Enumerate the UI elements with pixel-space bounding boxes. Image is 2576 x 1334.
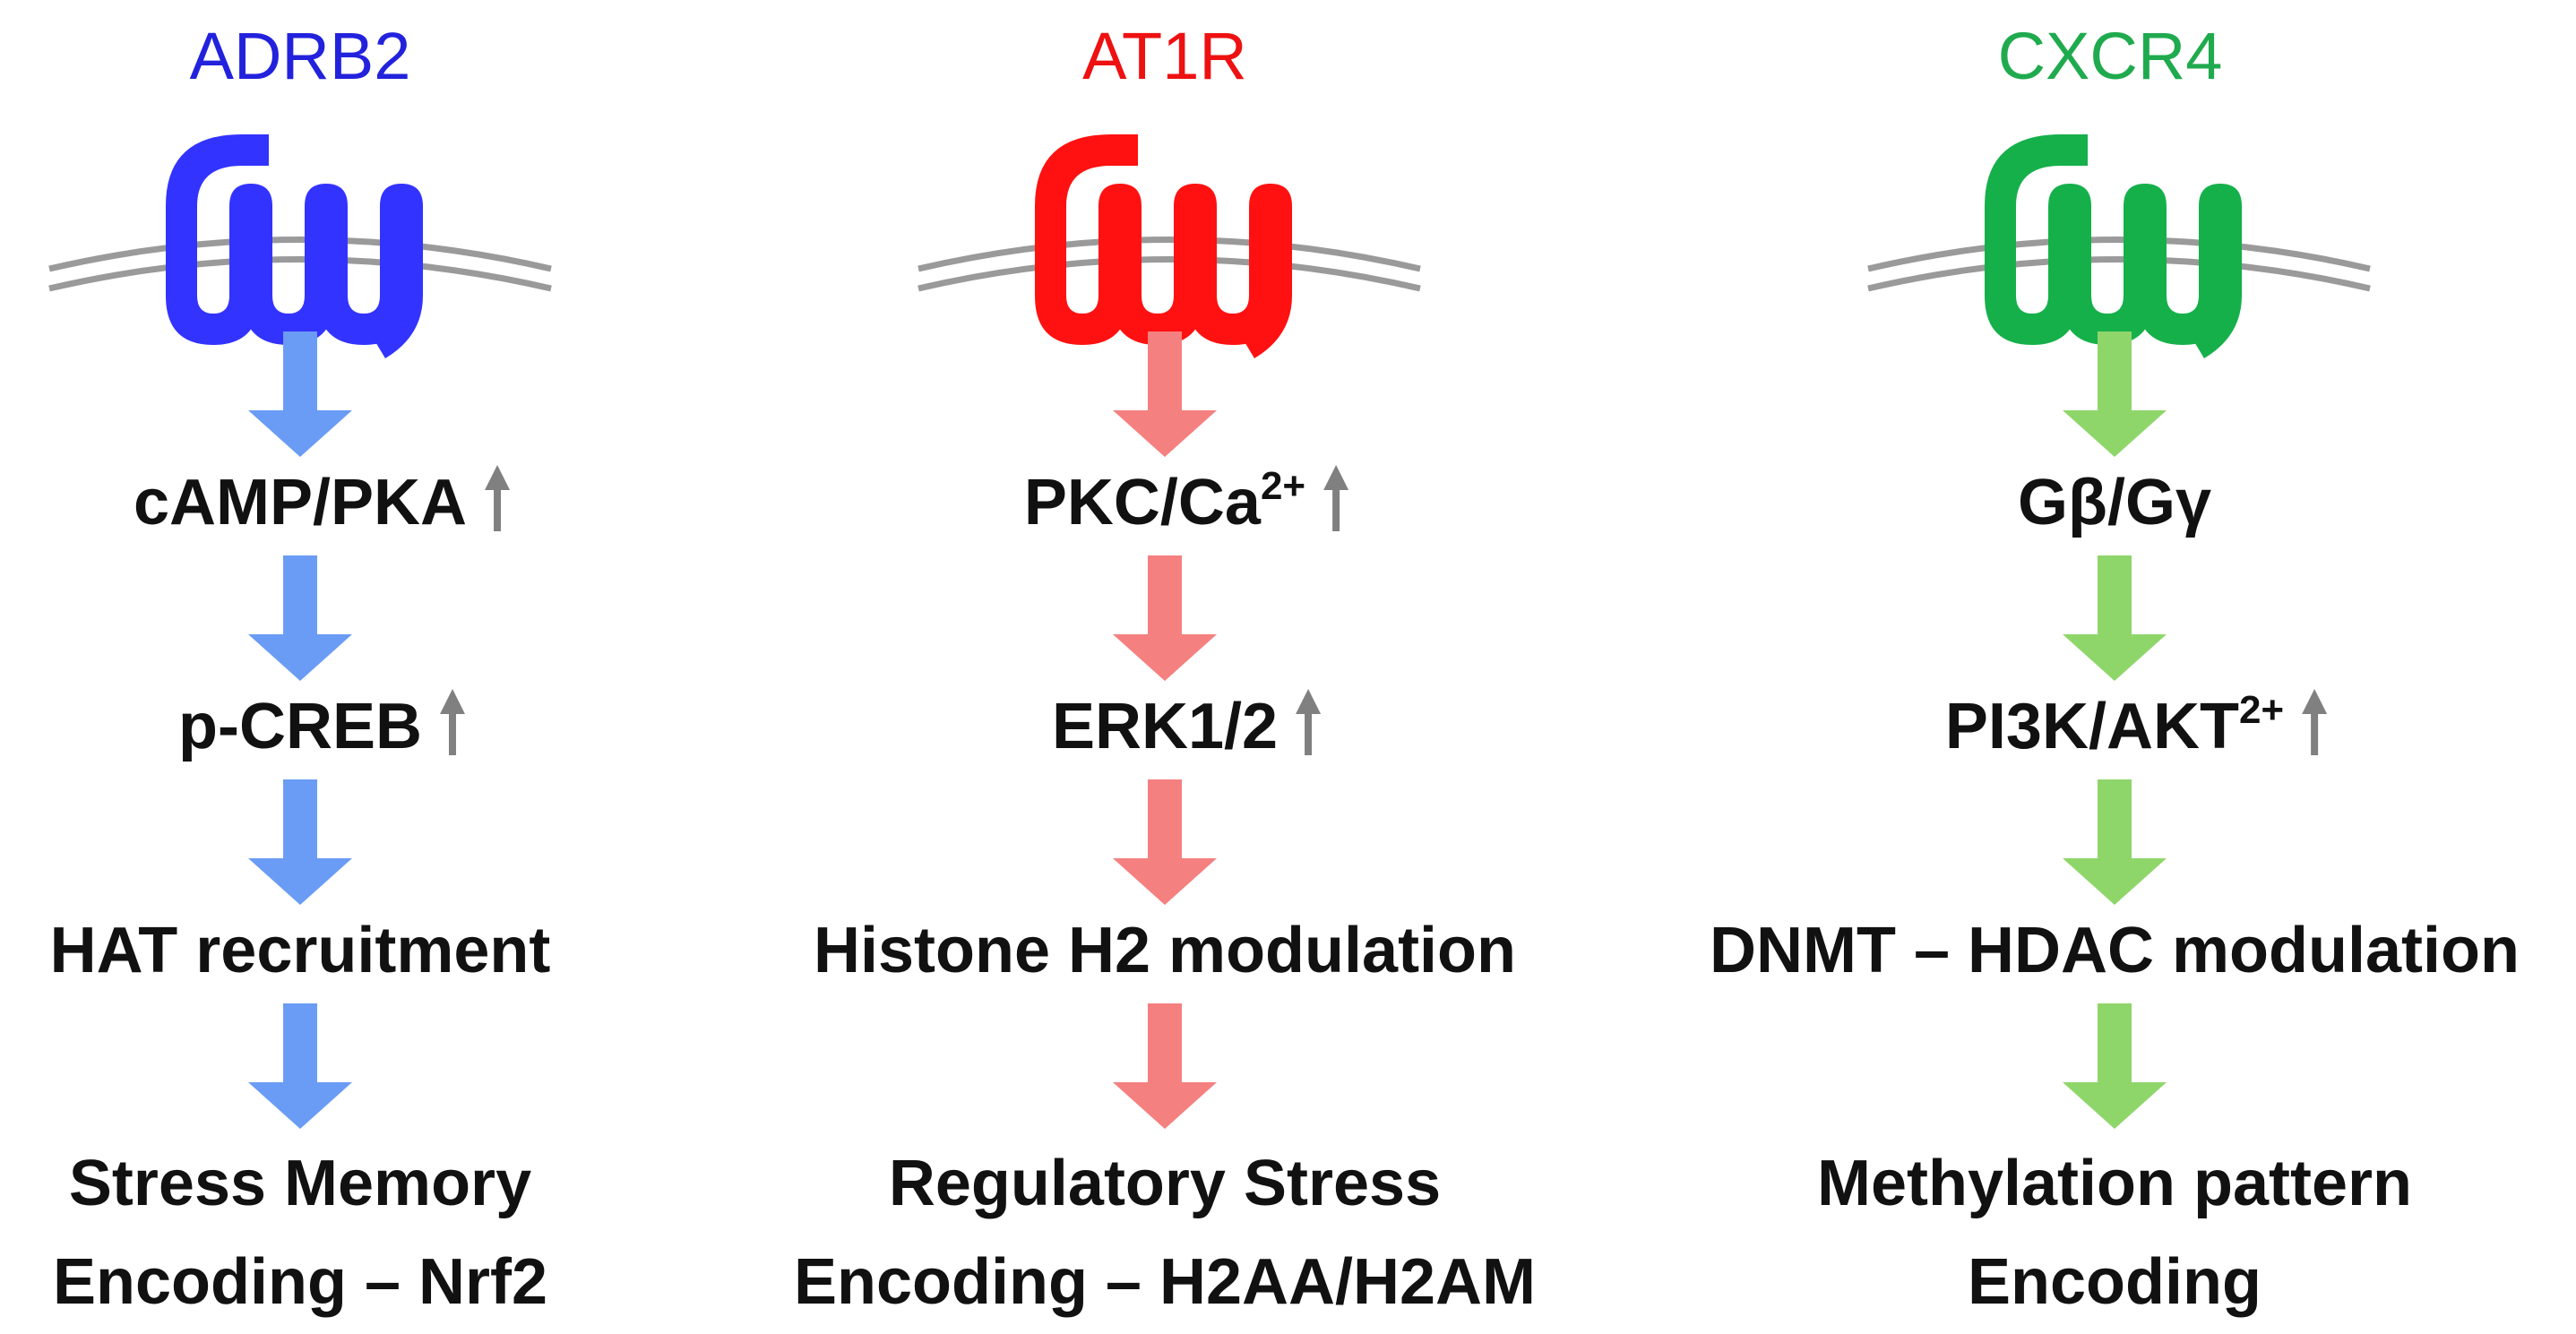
flow-arrow-adrb2-4 bbox=[248, 1003, 352, 1129]
node-adrb2-1: cAMP/PKA bbox=[134, 467, 467, 538]
flow-arrow-at1r-4 bbox=[1113, 1003, 1217, 1129]
node-at1r-2: ERK1/2 bbox=[1052, 691, 1278, 762]
outcome-line-cxcr4-2: Encoding bbox=[1968, 1246, 2262, 1318]
flow-arrow-adrb2-2 bbox=[248, 555, 352, 681]
receptor-title-at1r: AT1R bbox=[1082, 19, 1247, 93]
up-arrow-icon-cxcr4-2 bbox=[2302, 689, 2328, 755]
outcome-line-adrb2-2: Encoding – Nrf2 bbox=[53, 1246, 547, 1318]
receptor-title-cxcr4: CXCR4 bbox=[1998, 19, 2223, 93]
pathway-at1r: AT1R bbox=[918, 19, 1421, 358]
receptor-title-adrb2: ADRB2 bbox=[190, 19, 411, 93]
node-adrb2-3: HAT recruitment bbox=[50, 915, 551, 986]
flow-arrow-cxcr4-3 bbox=[2063, 779, 2167, 905]
flow-arrow-adrb2-1 bbox=[248, 331, 352, 457]
pathway-cxcr4: CXCR4 bbox=[1867, 19, 2371, 358]
flow-arrow-cxcr4-2 bbox=[2063, 555, 2167, 681]
node-cxcr4-2: PI3K/AKT2+ bbox=[1945, 688, 2284, 762]
flow-arrow-cxcr4-4 bbox=[2063, 1003, 2167, 1129]
up-arrow-icon-adrb2-2 bbox=[439, 689, 465, 755]
flow-arrow-at1r-1 bbox=[1113, 331, 1217, 457]
outcome-line-adrb2-1: Stress Memory bbox=[69, 1148, 531, 1219]
flow-arrow-at1r-2 bbox=[1113, 555, 1217, 681]
pathway-adrb2: ADRB2 bbox=[48, 19, 552, 358]
outcome-line-at1r-1: Regulatory Stress bbox=[889, 1148, 1441, 1219]
membrane-at1r bbox=[918, 237, 1421, 292]
flow-arrow-adrb2-3 bbox=[248, 779, 352, 905]
node-cxcr4-3: DNMT – HDAC modulation bbox=[1710, 915, 2520, 986]
outcome-line-cxcr4-1: Methylation pattern bbox=[1817, 1148, 2412, 1219]
up-arrow-icon-adrb2-1 bbox=[485, 465, 511, 531]
up-arrow-icon-at1r-2 bbox=[1296, 689, 1322, 755]
flow-arrow-at1r-3 bbox=[1113, 779, 1217, 905]
node-adrb2-2: p-CREB bbox=[178, 691, 422, 762]
node-at1r-3: Histone H2 modulation bbox=[814, 915, 1516, 986]
membrane-cxcr4 bbox=[1867, 237, 2371, 292]
flow-arrow-cxcr4-1 bbox=[2063, 331, 2167, 457]
membrane-adrb2 bbox=[48, 237, 552, 292]
node-at1r-1: PKC/Ca2+ bbox=[1024, 464, 1305, 538]
outcome-line-at1r-2: Encoding – H2AA/H2AM bbox=[794, 1246, 1536, 1318]
node-cxcr4-1: Gβ/Gγ bbox=[2018, 467, 2211, 538]
up-arrow-icon-at1r-1 bbox=[1323, 465, 1349, 531]
